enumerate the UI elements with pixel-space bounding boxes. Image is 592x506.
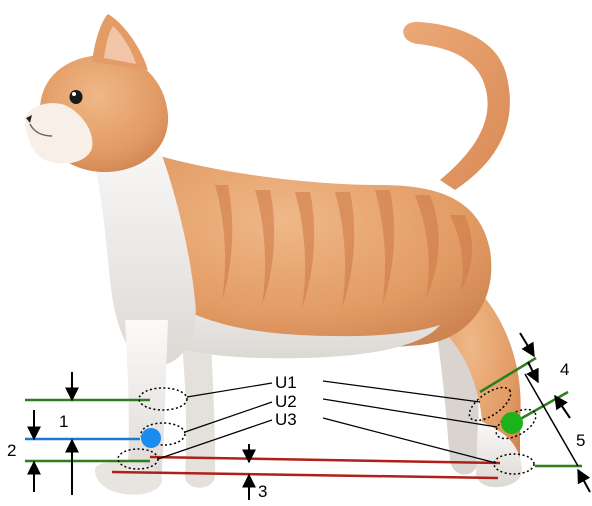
green-line-right-mid xyxy=(514,390,569,424)
annotations xyxy=(25,332,591,500)
leader-lines xyxy=(157,380,498,464)
cat-body xyxy=(114,150,492,350)
u1-region-back xyxy=(468,386,512,422)
label-dimension-4: 4 xyxy=(560,360,570,379)
cat-stripes xyxy=(215,185,473,308)
cat-nose xyxy=(26,115,32,123)
cat-tail xyxy=(403,21,510,191)
cat-front-paw xyxy=(95,461,163,495)
dim5-arrow-top xyxy=(526,361,539,384)
cat-chest xyxy=(85,130,196,366)
label-u3: U3 xyxy=(273,410,299,429)
label-dimension-2: 2 xyxy=(7,441,17,460)
green-line-right-upper xyxy=(479,356,537,394)
label-u2: U2 xyxy=(273,392,299,411)
cat-eye xyxy=(69,90,83,104)
cat-eye-shine xyxy=(72,92,76,96)
cat-belly xyxy=(120,250,440,359)
cat-illustration xyxy=(25,14,522,495)
red-line-upper xyxy=(149,455,501,465)
blue-marker-dot xyxy=(141,428,161,448)
u3-region-back xyxy=(493,453,535,475)
dim5-line xyxy=(524,373,579,467)
label-dimension-5: 5 xyxy=(576,431,586,450)
cat-mouth xyxy=(29,123,53,137)
cat-front-leg-far xyxy=(180,320,216,488)
u2-region-back xyxy=(495,408,537,440)
green-marker-dot xyxy=(501,412,523,434)
dim5-arrow-bottom xyxy=(577,468,591,493)
dim4-arrow-top xyxy=(519,332,535,358)
u2-region-front xyxy=(140,422,186,446)
label-dimension-1: 1 xyxy=(59,412,69,431)
red-line-lower xyxy=(111,470,499,480)
label-dimension-3: 3 xyxy=(258,482,268,501)
cat-ear-inner xyxy=(104,26,136,64)
cat-back-paw xyxy=(476,420,522,488)
label-u1: U1 xyxy=(273,373,299,392)
cat-muzzle xyxy=(25,103,93,164)
dim4-arrow-bottom xyxy=(554,394,571,419)
u1-region-front xyxy=(138,387,188,411)
